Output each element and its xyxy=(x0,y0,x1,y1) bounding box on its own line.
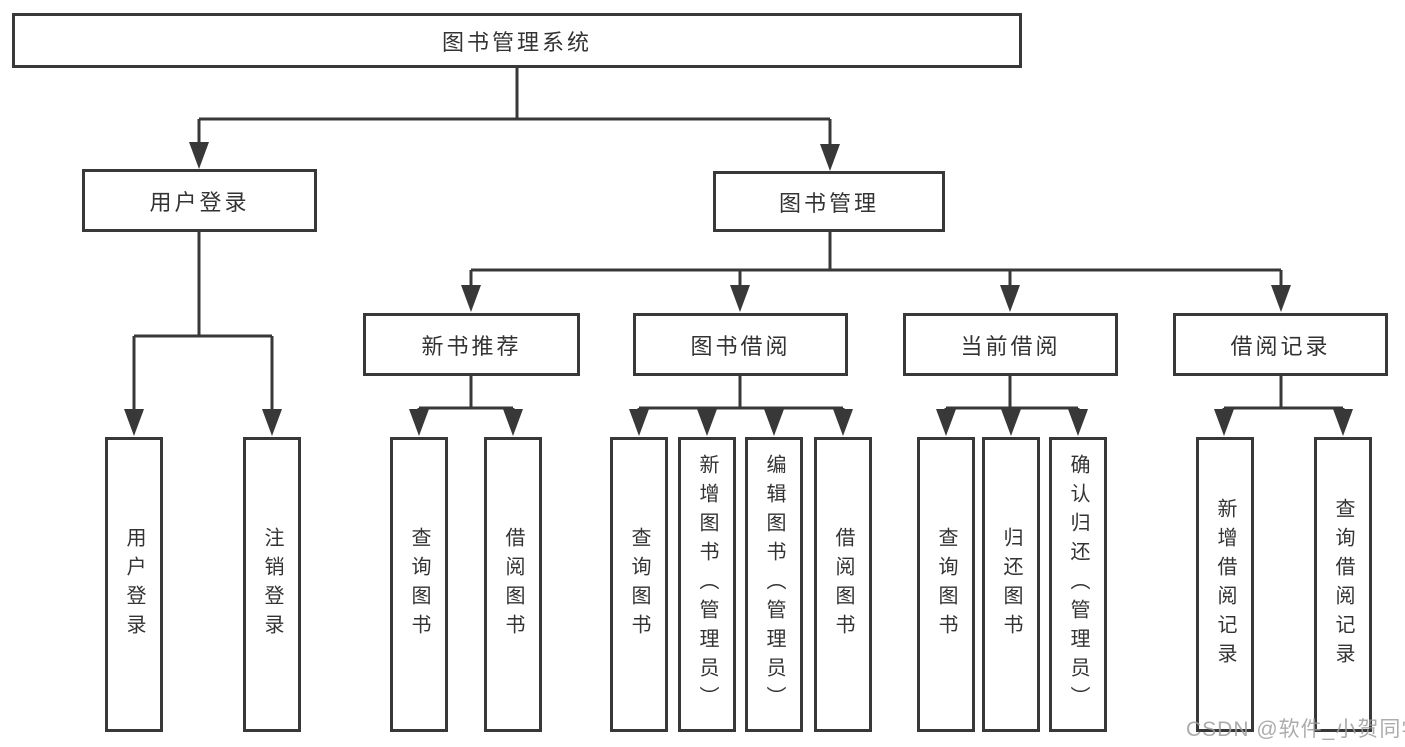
leaf-current-return-label: 归还图书 xyxy=(1000,526,1022,643)
leaf-current-confirm: 确认归还（管理员） xyxy=(1049,437,1107,732)
arrowhead xyxy=(461,285,481,312)
leaf-newbook-borrow: 借阅图书 xyxy=(484,437,542,732)
node-book-management-label: 图书管理 xyxy=(778,190,879,216)
arrowhead xyxy=(1068,409,1088,436)
leaf-current-query: 查询图书 xyxy=(917,437,975,732)
arrowhead xyxy=(262,409,282,436)
leaf-borrow-edit: 编辑图书（管理员） xyxy=(745,437,803,732)
arrowhead xyxy=(1001,409,1021,436)
leaf-newbook-borrow-label: 借阅图书 xyxy=(502,526,524,643)
leaf-borrow-edit-label: 编辑图书（管理员） xyxy=(763,454,785,715)
leaf-newbook-query-label: 查询图书 xyxy=(408,526,430,643)
leaf-borrow-add-label: 新增图书（管理员） xyxy=(696,454,718,715)
leaf-borrow-add: 新增图书（管理员） xyxy=(678,437,736,732)
node-root: 图书管理系统 xyxy=(12,13,1022,68)
leaf-newbook-query: 查询图书 xyxy=(390,437,448,732)
node-user-login: 用户登录 xyxy=(82,169,317,232)
leaf-current-return: 归还图书 xyxy=(982,437,1040,732)
arrowhead xyxy=(697,409,717,436)
arrowhead xyxy=(1333,409,1353,436)
leaf-logout-label: 注销登录 xyxy=(261,526,283,643)
leaf-current-query-label: 查询图书 xyxy=(935,526,957,643)
arrowhead xyxy=(820,144,840,171)
arrowhead xyxy=(1000,285,1020,312)
node-current-borrow-label: 当前借阅 xyxy=(960,333,1061,359)
arrowhead xyxy=(730,285,750,312)
leaf-logout: 注销登录 xyxy=(243,437,301,732)
node-borrow-records-label: 借阅记录 xyxy=(1230,333,1331,359)
leaf-user-login: 用户登录 xyxy=(105,437,163,732)
node-borrow-records: 借阅记录 xyxy=(1173,313,1388,376)
arrowhead xyxy=(629,409,649,436)
node-book-management: 图书管理 xyxy=(713,171,945,232)
leaf-records-query-label: 查询借阅记录 xyxy=(1332,497,1354,672)
node-book-borrow: 图书借阅 xyxy=(633,313,848,376)
arrowhead xyxy=(833,409,853,436)
arrowhead xyxy=(936,409,956,436)
watermark: CSDN @软件_小贺同学 xyxy=(1186,718,1405,741)
leaf-borrow-query-label: 查询图书 xyxy=(628,526,650,643)
arrowhead xyxy=(124,409,144,436)
leaf-user-login-label: 用户登录 xyxy=(123,526,145,643)
arrowheads xyxy=(124,142,1353,436)
node-root-label: 图书管理系统 xyxy=(441,29,592,55)
leaf-current-confirm-label: 确认归还（管理员） xyxy=(1067,454,1089,715)
leaf-records-add-label: 新增借阅记录 xyxy=(1214,497,1236,672)
leaf-borrow-query: 查询图书 xyxy=(610,437,668,732)
leaf-borrow-borrow: 借阅图书 xyxy=(814,437,872,732)
arrowhead xyxy=(1271,285,1291,312)
node-new-book-recommend: 新书推荐 xyxy=(363,313,580,376)
node-new-book-recommend-label: 新书推荐 xyxy=(421,333,522,359)
arrowhead xyxy=(764,409,784,436)
node-book-borrow-label: 图书借阅 xyxy=(690,333,791,359)
arrowhead xyxy=(409,409,429,436)
leaf-records-add: 新增借阅记录 xyxy=(1196,437,1254,732)
leaf-records-query: 查询借阅记录 xyxy=(1314,437,1372,732)
arrowhead xyxy=(503,409,523,436)
arrowhead xyxy=(1214,409,1234,436)
leaf-borrow-borrow-label: 借阅图书 xyxy=(832,526,854,643)
node-user-login-label: 用户登录 xyxy=(149,189,250,215)
node-current-borrow: 当前借阅 xyxy=(903,313,1118,376)
arrowhead xyxy=(189,142,209,169)
